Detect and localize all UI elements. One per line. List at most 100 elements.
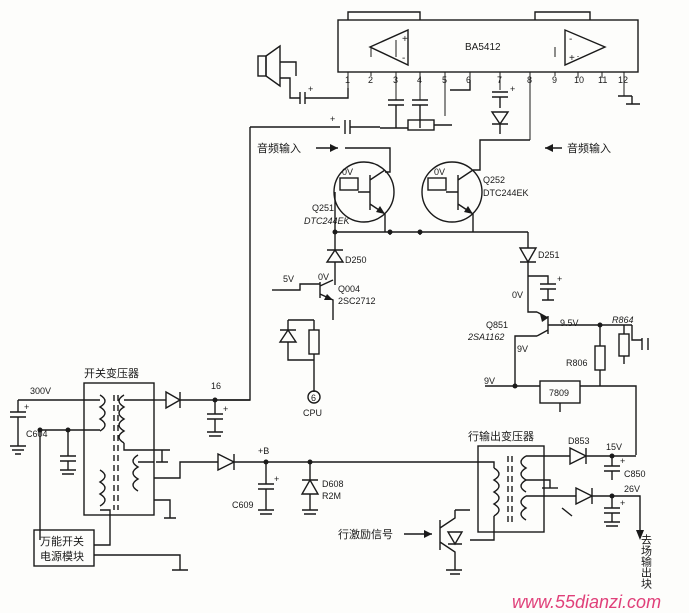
q851-9v-line — [485, 335, 537, 387]
q251-emitter-arrow — [376, 206, 385, 214]
zener-body — [278, 328, 298, 343]
speaker: + — [257, 44, 349, 104]
c609-cap — [258, 462, 274, 515]
flyback-transformer: 行输出变压器 — [468, 429, 566, 541]
network-wires — [380, 124, 452, 129]
rectifier-26v: 26V + — [561, 484, 644, 540]
speaker-wires — [280, 61, 300, 99]
h-drive-arrow-icon — [424, 530, 432, 538]
diode-d250: D250 0V — [318, 232, 367, 285]
flyback-secondary-top — [520, 455, 528, 493]
h-drive-damper — [446, 531, 464, 546]
d250-body — [325, 248, 345, 263]
v15-label: 15V — [606, 442, 622, 452]
q851-emitter-voltage: 9.5V — [560, 318, 579, 328]
transistor-bus — [335, 231, 528, 235]
c26-cap — [604, 496, 620, 527]
ic-ba5412: + - + - BA5412 1 2 3 4 5 6 7 8 9 10 11 1… — [337, 11, 640, 140]
cap-pin7-plus: + — [510, 84, 515, 94]
cap-pin7 — [492, 91, 508, 108]
c26-plus: + — [620, 498, 625, 508]
node-9v — [512, 383, 518, 389]
v26-label: 26V — [624, 484, 640, 494]
supply-riser — [220, 127, 251, 401]
transistor-q851: Q851 2SA1162 9.5V 9V 9V R864 R806 — [467, 311, 649, 387]
r864-resistor — [618, 333, 630, 357]
d608-label: D608 — [322, 479, 344, 489]
d853-label: D853 — [568, 436, 590, 446]
pin-12-label: 12 — [618, 75, 628, 85]
flyback-primary — [492, 467, 500, 517]
c604-plus: + — [24, 402, 29, 412]
c604-label: C604 — [26, 429, 48, 439]
regulator-7809: 7809 — [512, 380, 637, 455]
power-module-line1: 万能开关 — [40, 534, 84, 548]
c850-cap — [604, 456, 620, 480]
d251-bar — [520, 261, 537, 313]
q004-part: 2SC2712 — [338, 296, 376, 306]
h-drive-leads — [439, 510, 456, 570]
op-amp-right-plus: + — [569, 53, 575, 64]
q251-name: Q251 — [312, 203, 334, 213]
flyback-frame — [477, 445, 545, 533]
q252-leads — [446, 169, 474, 215]
v300-label: 300V — [30, 386, 51, 396]
op-amp-left — [368, 28, 409, 67]
q004-leads — [280, 279, 334, 320]
q004-collector-voltage: 0V — [318, 272, 329, 282]
audio-input-left-label: 音频输入 — [257, 141, 301, 155]
q004-name: Q004 — [338, 284, 360, 294]
speaker-magnet — [257, 55, 267, 77]
d251-filter-cap — [528, 275, 556, 301]
q251-leads — [334, 169, 386, 230]
ic-top-notch — [347, 11, 421, 20]
rect16-diode — [165, 390, 182, 410]
audio-right-wires — [479, 139, 562, 165]
to-vertical-label: 去场输出块 — [640, 534, 653, 590]
h-drive-transistor: 行激励信号 — [338, 509, 470, 575]
ic-body — [337, 19, 639, 73]
audio-left-coupling — [250, 120, 380, 134]
to-vertical-arrow-icon — [636, 530, 644, 540]
diode-d251: D251 + 0V — [512, 232, 562, 313]
transistor-q004: 5V Q004 2SC2712 6 CPU — [272, 274, 376, 418]
d26-aux — [561, 507, 573, 517]
r806-resistor — [594, 345, 606, 371]
d853-15v: D853 15V + C850 — [562, 436, 646, 480]
secondary-coil-top — [118, 394, 126, 444]
plus-b-label: +B — [258, 446, 269, 456]
c850-plus: + — [620, 456, 625, 466]
ic-name: BA5412 — [465, 42, 501, 53]
q252-outer — [472, 165, 481, 232]
d250-bar — [327, 249, 343, 285]
audio-left-to-q251 — [345, 147, 391, 165]
q252-name: Q252 — [483, 175, 505, 185]
flyback-taps — [470, 455, 566, 541]
node-bus-1 — [387, 229, 393, 235]
ic-support-network: + — [380, 80, 515, 134]
c604-wires — [10, 399, 90, 446]
r806-label: R806 — [566, 358, 588, 368]
ground-secondary — [154, 499, 176, 519]
ic-internal-links — [370, 40, 579, 57]
q251-base-voltage: 0V — [342, 167, 353, 177]
q252-emitter-arrow — [464, 206, 473, 214]
node-16-label: 16 — [211, 381, 221, 391]
d853-body — [569, 446, 588, 466]
d26-wires — [566, 488, 641, 530]
primary-coil-top — [98, 394, 106, 432]
flyback-label: 行输出变压器 — [468, 429, 534, 443]
watermark-text: www.55dianzi.com — [512, 592, 661, 612]
audio-left-cap-plus: + — [330, 114, 335, 124]
c850-label: C850 — [624, 469, 646, 479]
op-amp-right — [564, 28, 607, 67]
q251-base-resistor — [339, 177, 359, 191]
pin12-ground — [618, 95, 640, 105]
reg7809-label: 7809 — [549, 388, 569, 398]
pin-6-label: 6 — [466, 75, 471, 85]
r864-network — [623, 325, 649, 364]
flyback-secondary-bottom — [520, 495, 528, 521]
ground-left — [10, 445, 26, 455]
h-drive-label: 行激励信号 — [338, 527, 393, 541]
q252-base-resistor — [427, 177, 447, 191]
